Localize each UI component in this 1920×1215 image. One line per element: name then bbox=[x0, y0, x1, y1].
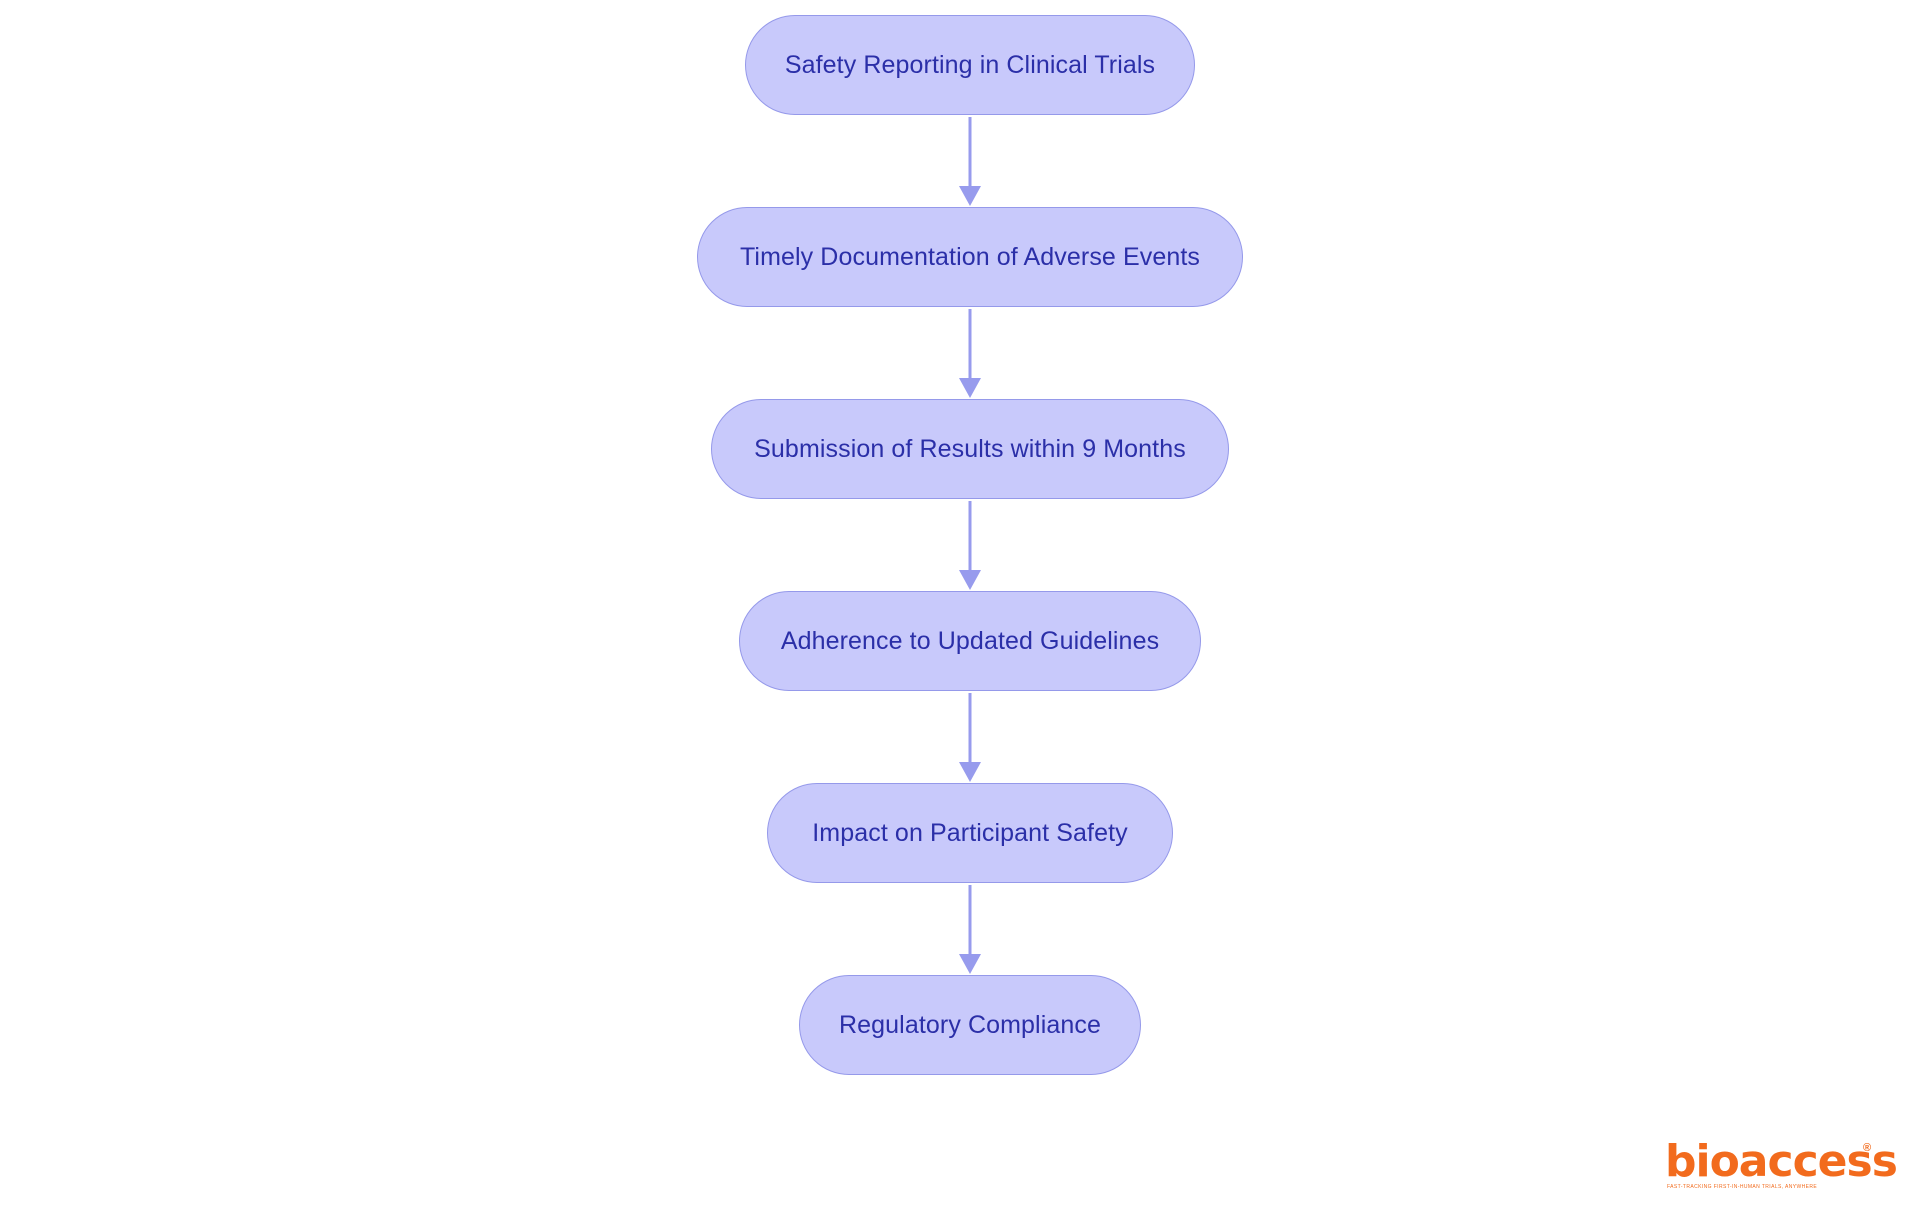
node-participant-safety: Impact on Participant Safety bbox=[767, 783, 1173, 883]
node-safety-reporting: Safety Reporting in Clinical Trials bbox=[745, 15, 1195, 115]
node-label: Safety Reporting in Clinical Trials bbox=[784, 50, 1156, 79]
edge-n1-n2 bbox=[959, 117, 981, 206]
node-label: Adherence to Updated Guidelines bbox=[780, 626, 1160, 655]
node-label: Submission of Results within 9 Months bbox=[754, 434, 1186, 463]
logo-wordmark: bioaccess bbox=[1665, 1136, 1898, 1187]
node-timely-documentation: Timely Documentation of Adverse Events bbox=[697, 207, 1243, 307]
edge-n2-n3 bbox=[959, 309, 981, 398]
node-adherence-guidelines: Adherence to Updated Guidelines bbox=[739, 591, 1201, 691]
node-label: Regulatory Compliance bbox=[839, 1010, 1101, 1039]
node-regulatory-compliance: Regulatory Compliance bbox=[799, 975, 1141, 1075]
bioaccess-logo: bioaccess ® FAST-TRACKING FIRST-IN-HUMAN… bbox=[1665, 1140, 1898, 1192]
edge-n3-n4 bbox=[959, 501, 981, 590]
logo-tagline: FAST-TRACKING FIRST-IN-HUMAN TRIALS, ANY… bbox=[1667, 1184, 1818, 1190]
node-label: Impact on Participant Safety bbox=[812, 818, 1128, 847]
edge-n4-n5 bbox=[959, 693, 981, 782]
registered-trademark-icon: ® bbox=[1863, 1142, 1872, 1154]
node-label: Timely Documentation of Adverse Events bbox=[739, 242, 1201, 271]
edge-n5-n6 bbox=[959, 885, 981, 974]
node-submission-of-results: Submission of Results within 9 Months bbox=[711, 399, 1229, 499]
